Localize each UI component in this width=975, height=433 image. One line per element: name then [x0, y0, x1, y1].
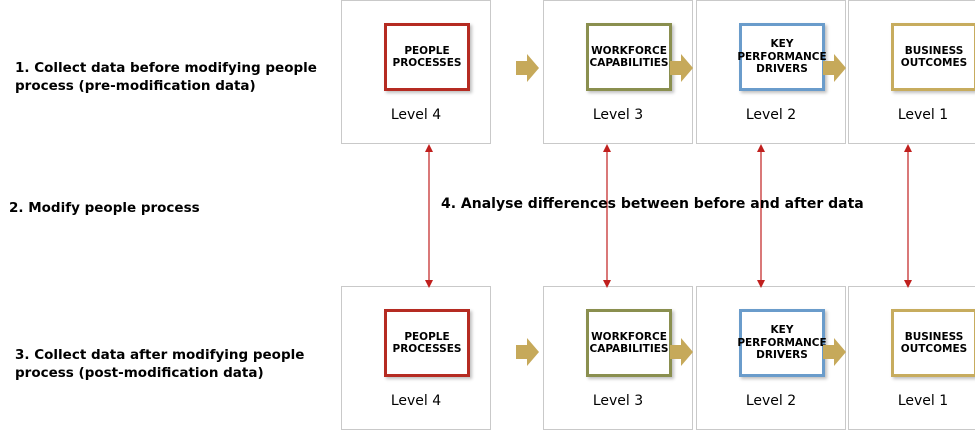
comparison-arrows [425, 144, 912, 288]
flow-arrow-icon [670, 54, 693, 82]
flow-arrows-top [516, 54, 846, 82]
flow-arrow-icon [823, 338, 846, 366]
level-label: Level 2 [745, 393, 797, 409]
step-1-text: 1. Collect data before modifying people … [15, 60, 317, 94]
step-2-text: 2. Modify people process [9, 200, 200, 216]
level-label: Level 3 [592, 107, 644, 123]
flow-arrow-icon [670, 338, 693, 366]
level-label: Level 3 [592, 393, 644, 409]
flow-arrows-bottom [516, 338, 846, 366]
flow-arrow-icon [823, 54, 846, 82]
level-label: Level 4 [390, 393, 442, 409]
level-label: Level 1 [897, 393, 949, 409]
level-label: Level 2 [745, 107, 797, 123]
level-label: Level 1 [897, 107, 949, 123]
step-3-text: 3. Collect data after modifying people p… [15, 347, 305, 381]
flow-arrow-icon [516, 54, 539, 82]
step-4-text: 4. Analyse differences between before an… [441, 196, 864, 212]
flow-arrow-icon [516, 338, 539, 366]
level-label: Level 4 [390, 107, 442, 123]
